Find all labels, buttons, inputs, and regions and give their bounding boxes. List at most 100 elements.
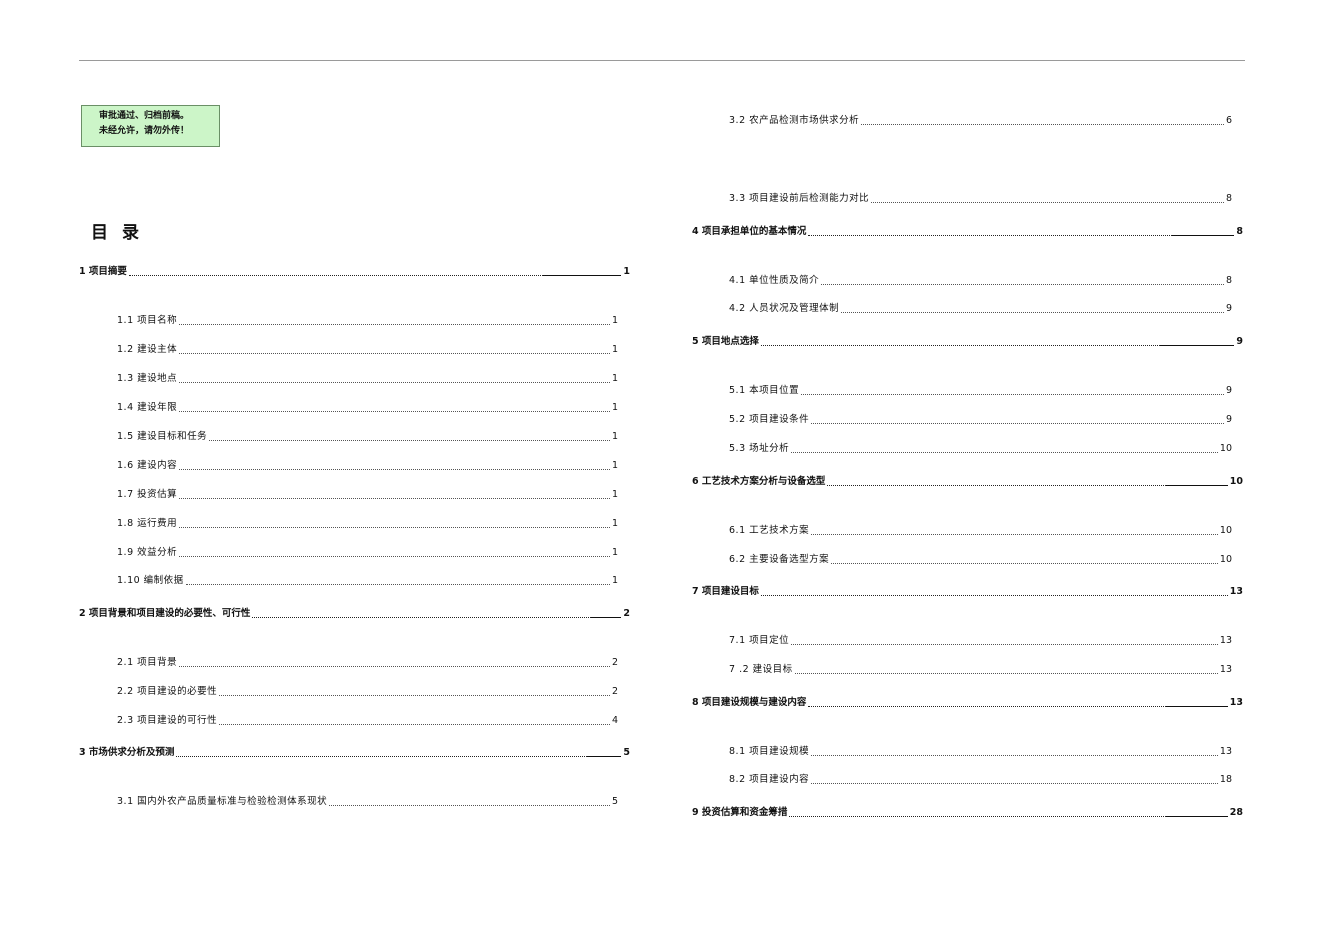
toc-section-entry[interactable]: 2.1 项目背景 2	[117, 655, 618, 669]
toc-entry-page-number: 9	[1225, 414, 1232, 425]
toc-section-entry[interactable]: 1.1 项目名称 1	[117, 313, 618, 327]
toc-entry-label: 3.1 国内外农产品质量标准与检验检测体系现状	[117, 796, 328, 807]
toc-entry-page-number: 1	[611, 575, 618, 586]
toc-solid-leader	[1172, 232, 1235, 236]
toc-entry-label: 8.2 项目建设内容	[729, 774, 810, 785]
toc-section-entry[interactable]: 1.10 编制依据 1	[117, 573, 618, 587]
toc-entry-page-number: 5	[611, 796, 618, 807]
toc-entry-page-number: 2	[611, 657, 618, 668]
toc-entry-page-number: 9	[1225, 385, 1232, 396]
toc-entry-page-number: 6	[1225, 115, 1232, 126]
toc-entry-label: 5.2 项目建设条件	[729, 414, 810, 425]
toc-dot-leader	[811, 780, 1218, 784]
toc-entry-page-number: 1	[611, 315, 618, 326]
toc-entry-label: 2.1 项目背景	[117, 657, 178, 668]
toc-dot-leader	[252, 614, 592, 618]
toc-dot-leader	[179, 524, 610, 528]
toc-entry-label: 1.3 建设地点	[117, 373, 178, 384]
toc-dot-leader	[811, 531, 1218, 535]
toc-entry-page-number: 8	[1225, 193, 1232, 204]
toc-solid-leader	[543, 272, 622, 276]
toc-entry-label: 1.4 建设年限	[117, 402, 178, 413]
toc-entry-label: 1.10 编制依据	[117, 575, 184, 586]
toc-section-entry[interactable]: 6.2 主要设备选型方案 10	[729, 552, 1232, 566]
toc-dot-leader	[179, 321, 610, 325]
toc-chapter-entry[interactable]: 2 项目背景和项目建设的必要性、可行性 2	[79, 606, 630, 620]
toc-dot-leader	[801, 391, 1224, 395]
toc-dot-leader	[821, 281, 1224, 285]
toc-dot-leader	[789, 813, 1166, 817]
toc-section-entry[interactable]: 7.1 项目定位 13	[729, 633, 1232, 647]
toc-entry-label: 6.2 主要设备选型方案	[729, 554, 830, 565]
toc-entry-page-number: 1	[611, 460, 618, 471]
toc-entry-label: 2.2 项目建设的必要性	[117, 686, 218, 697]
toc-entry-label: 1.1 项目名称	[117, 315, 178, 326]
toc-entry-page-number: 13	[1219, 635, 1232, 646]
toc-entry-page-number: 10	[1219, 554, 1232, 565]
toc-entry-page-number: 8	[1225, 275, 1232, 286]
toc-entry-page-number: 1	[611, 518, 618, 529]
toc-section-entry[interactable]: 4.2 人员状况及管理体制 9	[729, 301, 1232, 315]
toc-entry-page-number: 2	[623, 608, 630, 619]
toc-dot-leader	[861, 121, 1224, 125]
toc-solid-leader	[1165, 703, 1228, 707]
toc-dot-leader	[179, 466, 610, 470]
toc-dot-leader	[185, 581, 610, 585]
toc-entry-label: 7 .2 建设目标	[729, 664, 793, 675]
toc-solid-leader	[591, 614, 622, 618]
toc-title: 目录	[91, 223, 153, 243]
toc-dot-leader	[209, 437, 610, 441]
toc-chapter-entry[interactable]: 7 项目建设目标 13	[692, 584, 1243, 598]
toc-section-entry[interactable]: 4.1 单位性质及简介 8	[729, 273, 1232, 287]
toc-entry-page-number: 9	[1225, 303, 1232, 314]
toc-entry-label: 7 项目建设目标	[692, 586, 759, 597]
toc-entry-label: 5.1 本项目位置	[729, 385, 800, 396]
page-header-rule	[79, 60, 1245, 61]
toc-entry-label: 1.2 建设主体	[117, 344, 178, 355]
toc-section-entry[interactable]: 5.2 项目建设条件 9	[729, 412, 1232, 426]
notice-box: 审批通过、归档前稿。 未经允许，请勿外传！	[81, 105, 220, 147]
toc-dot-leader	[128, 272, 544, 276]
toc-entry-page-number: 10	[1219, 525, 1232, 536]
toc-entry-page-number: 8	[1236, 226, 1243, 237]
toc-entry-page-number: 1	[623, 266, 630, 277]
toc-entry-page-number: 13	[1229, 586, 1243, 597]
toc-entry-label: 5 项目地点选择	[692, 336, 759, 347]
toc-section-entry[interactable]: 3.3 项目建设前后检测能力对比 8	[729, 191, 1232, 205]
toc-dot-leader	[219, 692, 610, 696]
toc-entry-label: 4.2 人员状况及管理体制	[729, 303, 840, 314]
toc-dot-leader	[219, 721, 610, 725]
toc-entry-label: 4.1 单位性质及简介	[729, 275, 820, 286]
toc-entry-label: 3.3 项目建设前后检测能力对比	[729, 193, 870, 204]
toc-dot-leader	[179, 495, 610, 499]
toc-entry-label: 2 项目背景和项目建设的必要性、可行性	[79, 608, 251, 619]
toc-section-entry[interactable]: 3.1 国内外农产品质量标准与检验检测体系现状 5	[117, 794, 618, 808]
toc-section-entry[interactable]: 5.1 本项目位置 9	[729, 383, 1232, 397]
toc-entry-page-number: 1	[611, 489, 618, 500]
toc-dot-leader	[811, 752, 1218, 756]
toc-entry-label: 7.1 项目定位	[729, 635, 790, 646]
